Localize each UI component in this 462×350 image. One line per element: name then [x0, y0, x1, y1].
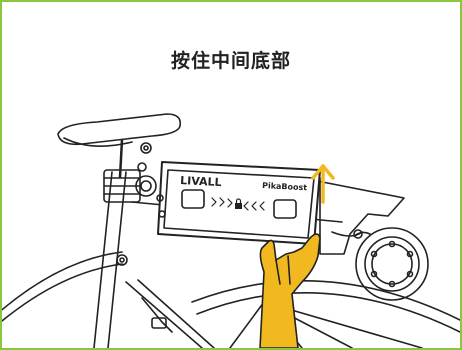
- lock-icon: [235, 198, 242, 209]
- model-label: PikaBoost: [262, 181, 308, 192]
- hand-icon: [259, 233, 321, 348]
- rear-wheel: [191, 280, 460, 348]
- brand-logo: LIVALL: [180, 174, 222, 189]
- hub-motor: [353, 227, 429, 301]
- instruction-title: 按住中间底部: [170, 50, 291, 72]
- front-wheel: [2, 251, 123, 323]
- saddle: [57, 113, 182, 179]
- seatpost-clamp: [103, 169, 157, 203]
- up-arrow-icon: [311, 164, 335, 204]
